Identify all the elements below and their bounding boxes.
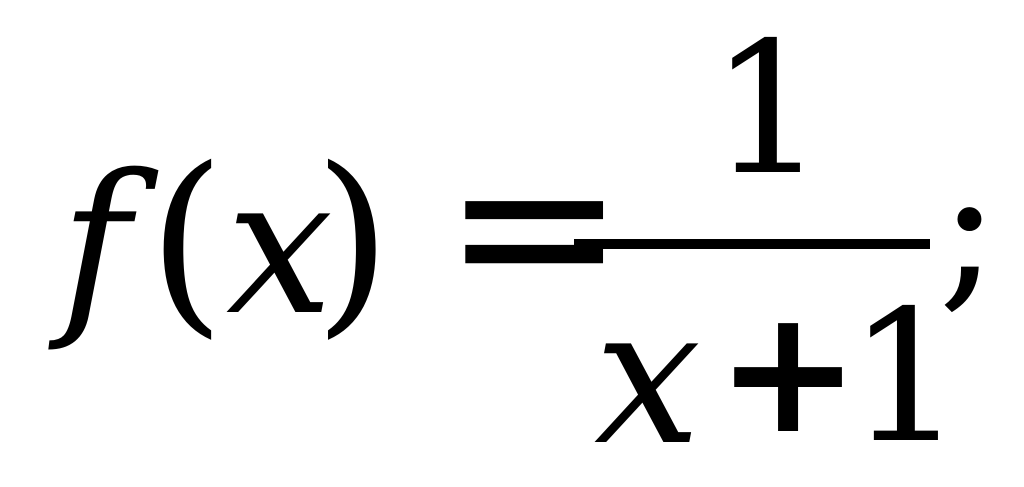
math-formula: f ( x ) = 1 x + 1 ; [60, 3, 1000, 487]
equals-sign: = [442, 97, 627, 353]
right-parenthesis: ) [314, 125, 392, 356]
plus-sign: + [716, 271, 861, 472]
denominator-constant: 1 [848, 271, 964, 483]
function-variable: x [226, 136, 334, 357]
semicolon: ; [938, 117, 1000, 331]
denominator-variable: x [594, 266, 702, 487]
left-parenthesis: ( [148, 125, 226, 356]
fraction-bar [574, 239, 930, 249]
fraction-numerator: 1 [710, 3, 826, 215]
function-symbol: f [60, 134, 131, 355]
